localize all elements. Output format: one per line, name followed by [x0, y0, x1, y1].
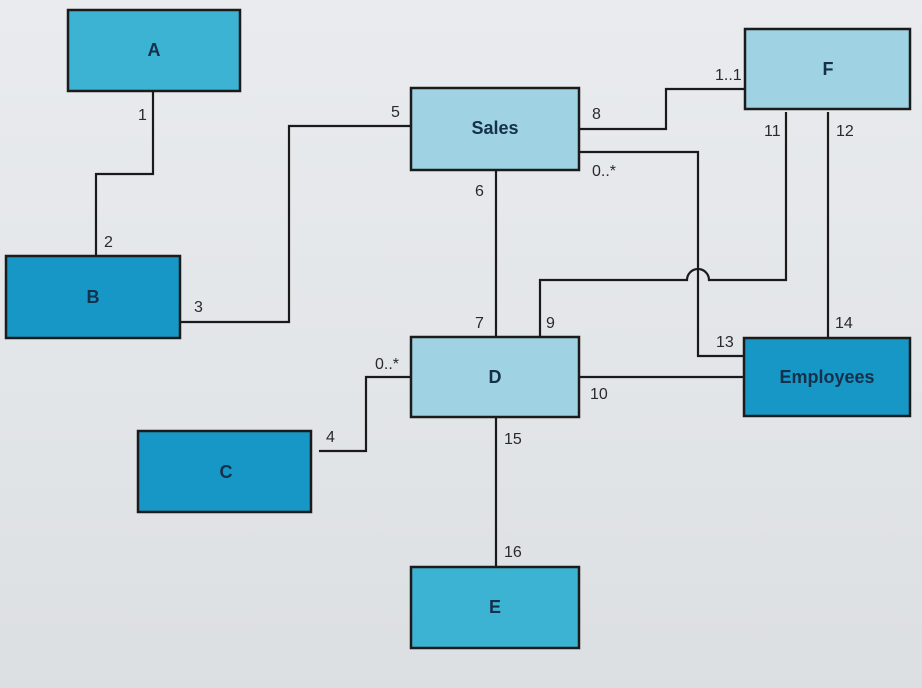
box-employees-label: Employees — [779, 367, 874, 387]
mult-13: 13 — [716, 334, 734, 351]
box-e: E — [409, 565, 581, 650]
connector-sales-f — [580, 87, 744, 131]
box-e-label: E — [489, 597, 501, 617]
mult-sales-many: 0..* — [592, 163, 616, 180]
mult-12: 12 — [836, 123, 854, 140]
mult-10: 10 — [590, 386, 608, 403]
mult-3: 3 — [194, 299, 203, 316]
box-b: B — [4, 254, 182, 340]
box-employees: Employees — [742, 336, 912, 418]
mult-16: 16 — [504, 544, 522, 561]
mult-7: 7 — [475, 315, 484, 332]
mult-9: 9 — [546, 315, 555, 332]
connector-d-f — [538, 112, 788, 337]
mult-8: 8 — [592, 106, 601, 123]
mult-11: 11 — [764, 123, 781, 140]
mult-4: 4 — [326, 429, 335, 446]
mult-2: 2 — [104, 234, 113, 251]
box-a: A — [66, 8, 242, 93]
box-f-label: F — [823, 59, 834, 79]
mult-6: 6 — [475, 183, 484, 200]
connector-b-sales — [181, 124, 411, 324]
box-f: F — [743, 27, 912, 111]
box-d: D — [409, 335, 581, 419]
mult-14: 14 — [835, 315, 853, 332]
connector-sales-employees — [580, 150, 744, 358]
mult-15: 15 — [504, 431, 522, 448]
mult-d-many: 0..* — [375, 356, 399, 373]
box-sales-label: Sales — [471, 118, 518, 138]
box-c: C — [136, 429, 313, 514]
mult-1: 1 — [138, 107, 147, 124]
connector-a-b — [94, 92, 155, 256]
mult-5: 5 — [391, 104, 400, 121]
mult-f-one: 1..1 — [715, 67, 742, 84]
box-d-label: D — [489, 367, 502, 387]
box-sales: Sales — [409, 86, 581, 172]
box-a-label: A — [148, 40, 161, 60]
box-b-label: B — [87, 287, 100, 307]
box-c-label: C — [220, 462, 233, 482]
connector-c-d — [319, 375, 411, 453]
